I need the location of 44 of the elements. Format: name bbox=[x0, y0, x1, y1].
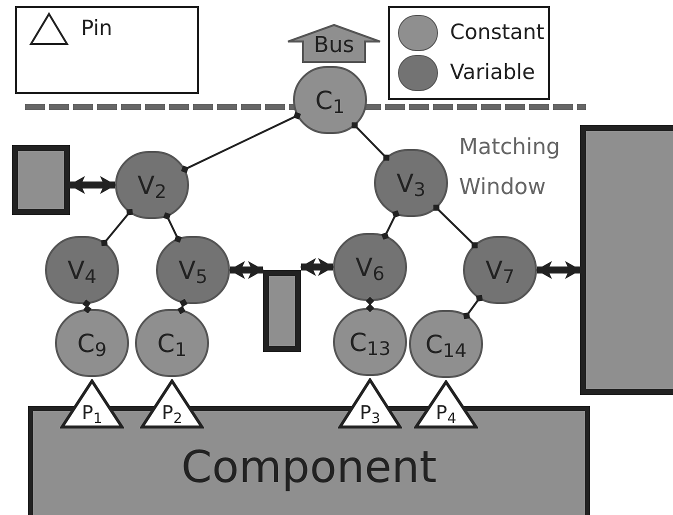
connector-line bbox=[366, 296, 374, 312]
node-label: V$_{7}$ bbox=[485, 258, 515, 282]
connector-line bbox=[433, 204, 478, 248]
window-block bbox=[263, 270, 301, 352]
connector-line bbox=[163, 212, 182, 243]
connector-line bbox=[82, 300, 92, 314]
connector-line bbox=[381, 210, 400, 240]
pin-label: P$_{1}$ bbox=[82, 404, 102, 423]
node-label: C$_{13}$ bbox=[349, 330, 391, 354]
pin-triangle bbox=[140, 379, 204, 429]
double-arrow bbox=[69, 176, 116, 194]
pin-label: P$_{3}$ bbox=[360, 404, 380, 423]
connector-line bbox=[177, 298, 188, 314]
node-label: C$_{1}$ bbox=[157, 330, 187, 356]
legend-text: Variable bbox=[450, 59, 536, 86]
node-label: V$_{3}$ bbox=[396, 170, 426, 196]
region-label: Matching Window bbox=[459, 134, 562, 202]
pin-triangle bbox=[414, 380, 478, 429]
node-label: V$_{2}$ bbox=[137, 172, 167, 198]
window-block bbox=[580, 125, 673, 395]
pin-label: P$_{2}$ bbox=[162, 404, 182, 423]
pin-triangle bbox=[338, 378, 402, 429]
block-label: Component bbox=[181, 446, 437, 490]
connector-line bbox=[101, 208, 133, 246]
bus-arrow bbox=[287, 24, 381, 63]
connector-line bbox=[352, 122, 390, 161]
component-block bbox=[28, 406, 590, 515]
pin-label: P$_{4}$ bbox=[436, 404, 456, 423]
node-label: V$_{6}$ bbox=[355, 254, 385, 280]
double-arrow bbox=[536, 261, 581, 279]
node-label: C$_{1}$ bbox=[315, 88, 345, 112]
connector-line bbox=[463, 294, 483, 320]
double-arrow bbox=[229, 261, 264, 279]
window-block bbox=[12, 145, 70, 215]
node-label: V$_{4}$ bbox=[67, 258, 97, 282]
bus-label: Bus bbox=[314, 34, 354, 56]
pin-triangle bbox=[60, 379, 124, 429]
connector-line bbox=[181, 112, 301, 174]
legend-text: Pin bbox=[81, 15, 112, 42]
node-label: V$_{5}$ bbox=[178, 258, 208, 282]
legend-text: Constant bbox=[450, 19, 544, 46]
node-label: C$_{14}$ bbox=[425, 332, 467, 356]
double-arrow bbox=[300, 258, 334, 276]
node-label: C$_{9}$ bbox=[77, 330, 107, 356]
